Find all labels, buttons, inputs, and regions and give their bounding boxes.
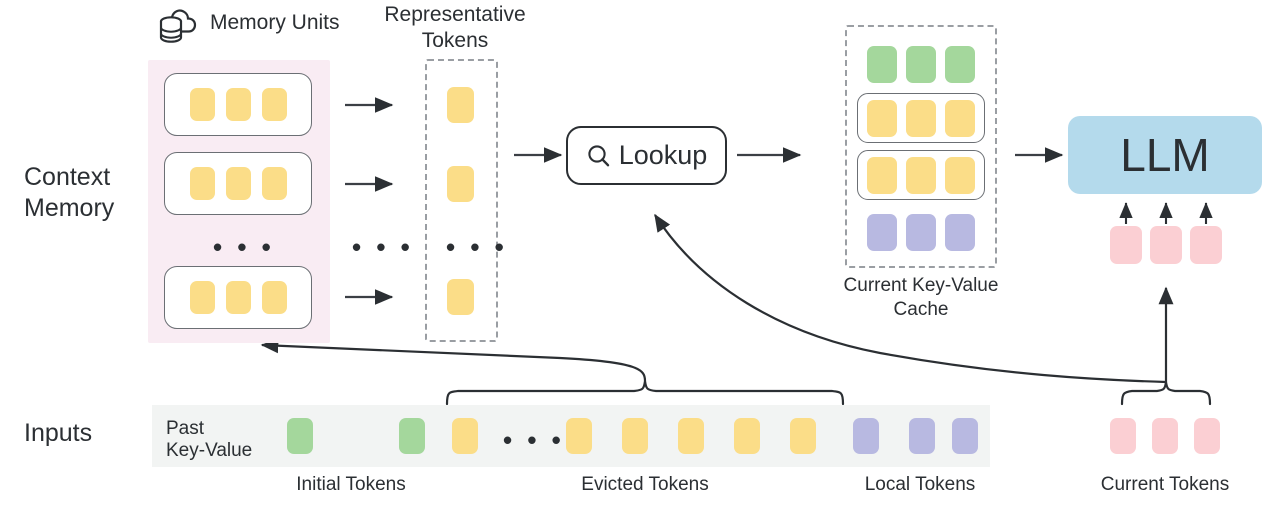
memory-unit-1[interactable] bbox=[164, 73, 312, 136]
representative-tokens-ellipsis: • • • bbox=[446, 232, 508, 262]
initial-tokens-label: Initial Tokens bbox=[296, 474, 406, 495]
kv-cache-row-retrieved-1 bbox=[857, 93, 985, 143]
kv-cache-row-retrieved-2 bbox=[857, 150, 985, 200]
arrow-evicted-to-context-memory bbox=[260, 338, 647, 382]
memory-token bbox=[225, 281, 251, 314]
brace-evicted-tokens bbox=[445, 380, 845, 406]
kv-token-yellow bbox=[945, 99, 975, 137]
evicted-tokens-label: Evicted Tokens bbox=[581, 474, 709, 495]
kv-token-purple bbox=[906, 213, 936, 251]
input-token-current-3 bbox=[1194, 418, 1220, 454]
lookup-button[interactable]: Lookup bbox=[566, 126, 727, 185]
representative-tokens-box bbox=[425, 59, 498, 342]
input-token-evicted-1 bbox=[452, 418, 478, 454]
memory-unit-2[interactable] bbox=[164, 152, 312, 215]
input-token-evicted-2 bbox=[566, 418, 592, 454]
input-token-local-1 bbox=[853, 418, 879, 454]
memory-units-ellipsis: • • • bbox=[213, 232, 275, 262]
memory-token bbox=[261, 88, 287, 121]
arrow-current-tokens-to-lookup bbox=[654, 213, 1167, 384]
input-token-evicted-5 bbox=[734, 418, 760, 454]
kv-token-green bbox=[906, 45, 936, 83]
input-token-local-2 bbox=[909, 418, 935, 454]
memory-token bbox=[225, 167, 251, 200]
memory-token bbox=[189, 88, 215, 121]
memory-units-label: Memory Units bbox=[210, 11, 340, 34]
llm-box[interactable]: LLM bbox=[1068, 116, 1262, 194]
brace-current-tokens bbox=[1120, 381, 1212, 406]
past-key-value-label: Past Key-Value bbox=[166, 418, 253, 461]
kv-token-purple bbox=[867, 213, 897, 251]
kv-token-yellow bbox=[906, 99, 936, 137]
cloud-database-icon bbox=[156, 4, 202, 50]
representative-tokens-label: Representative Tokens bbox=[384, 3, 526, 52]
search-icon bbox=[586, 143, 612, 169]
kv-cache-row-initial bbox=[862, 43, 980, 85]
memory-token bbox=[261, 281, 287, 314]
kv-token-green bbox=[945, 45, 975, 83]
representative-token-1 bbox=[447, 87, 474, 123]
llm-input-token-1 bbox=[1110, 226, 1142, 264]
llm-label: LLM bbox=[1120, 129, 1210, 181]
kv-token-yellow bbox=[906, 156, 936, 194]
arrow-column-ellipsis: • • • bbox=[352, 232, 414, 262]
current-tokens-label: Current Tokens bbox=[1100, 474, 1230, 495]
input-token-initial-1 bbox=[287, 418, 313, 454]
context-memory-label: Context Memory bbox=[24, 163, 115, 222]
current-kv-cache-box bbox=[845, 25, 997, 268]
input-token-evicted-6 bbox=[790, 418, 816, 454]
input-token-evicted-4 bbox=[678, 418, 704, 454]
input-token-initial-3 bbox=[399, 418, 425, 454]
input-token-local-3 bbox=[952, 418, 978, 454]
kv-token-yellow bbox=[867, 156, 897, 194]
kv-token-green bbox=[867, 45, 897, 83]
representative-token-3 bbox=[447, 279, 474, 315]
current-kv-cache-label: Current Key-Value Cache bbox=[843, 275, 999, 320]
memory-token bbox=[225, 88, 251, 121]
input-token-evicted-3 bbox=[622, 418, 648, 454]
inputs-label: Inputs bbox=[24, 419, 93, 447]
representative-token-2 bbox=[447, 166, 474, 202]
lookup-label: Lookup bbox=[618, 140, 708, 170]
memory-unit-3[interactable] bbox=[164, 266, 312, 329]
memory-token bbox=[189, 167, 215, 200]
memory-token bbox=[189, 281, 215, 314]
local-tokens-label: Local Tokens bbox=[864, 474, 976, 495]
kv-token-purple bbox=[945, 213, 975, 251]
llm-input-token-3 bbox=[1190, 226, 1222, 264]
llm-input-token-2 bbox=[1150, 226, 1182, 264]
kv-token-yellow bbox=[867, 99, 897, 137]
kv-cache-row-local bbox=[862, 211, 980, 253]
memory-token bbox=[261, 167, 287, 200]
kv-token-yellow bbox=[945, 156, 975, 194]
input-token-current-1 bbox=[1110, 418, 1136, 454]
input-token-current-2 bbox=[1152, 418, 1178, 454]
input-sequence-ellipsis: • • • bbox=[503, 425, 565, 455]
